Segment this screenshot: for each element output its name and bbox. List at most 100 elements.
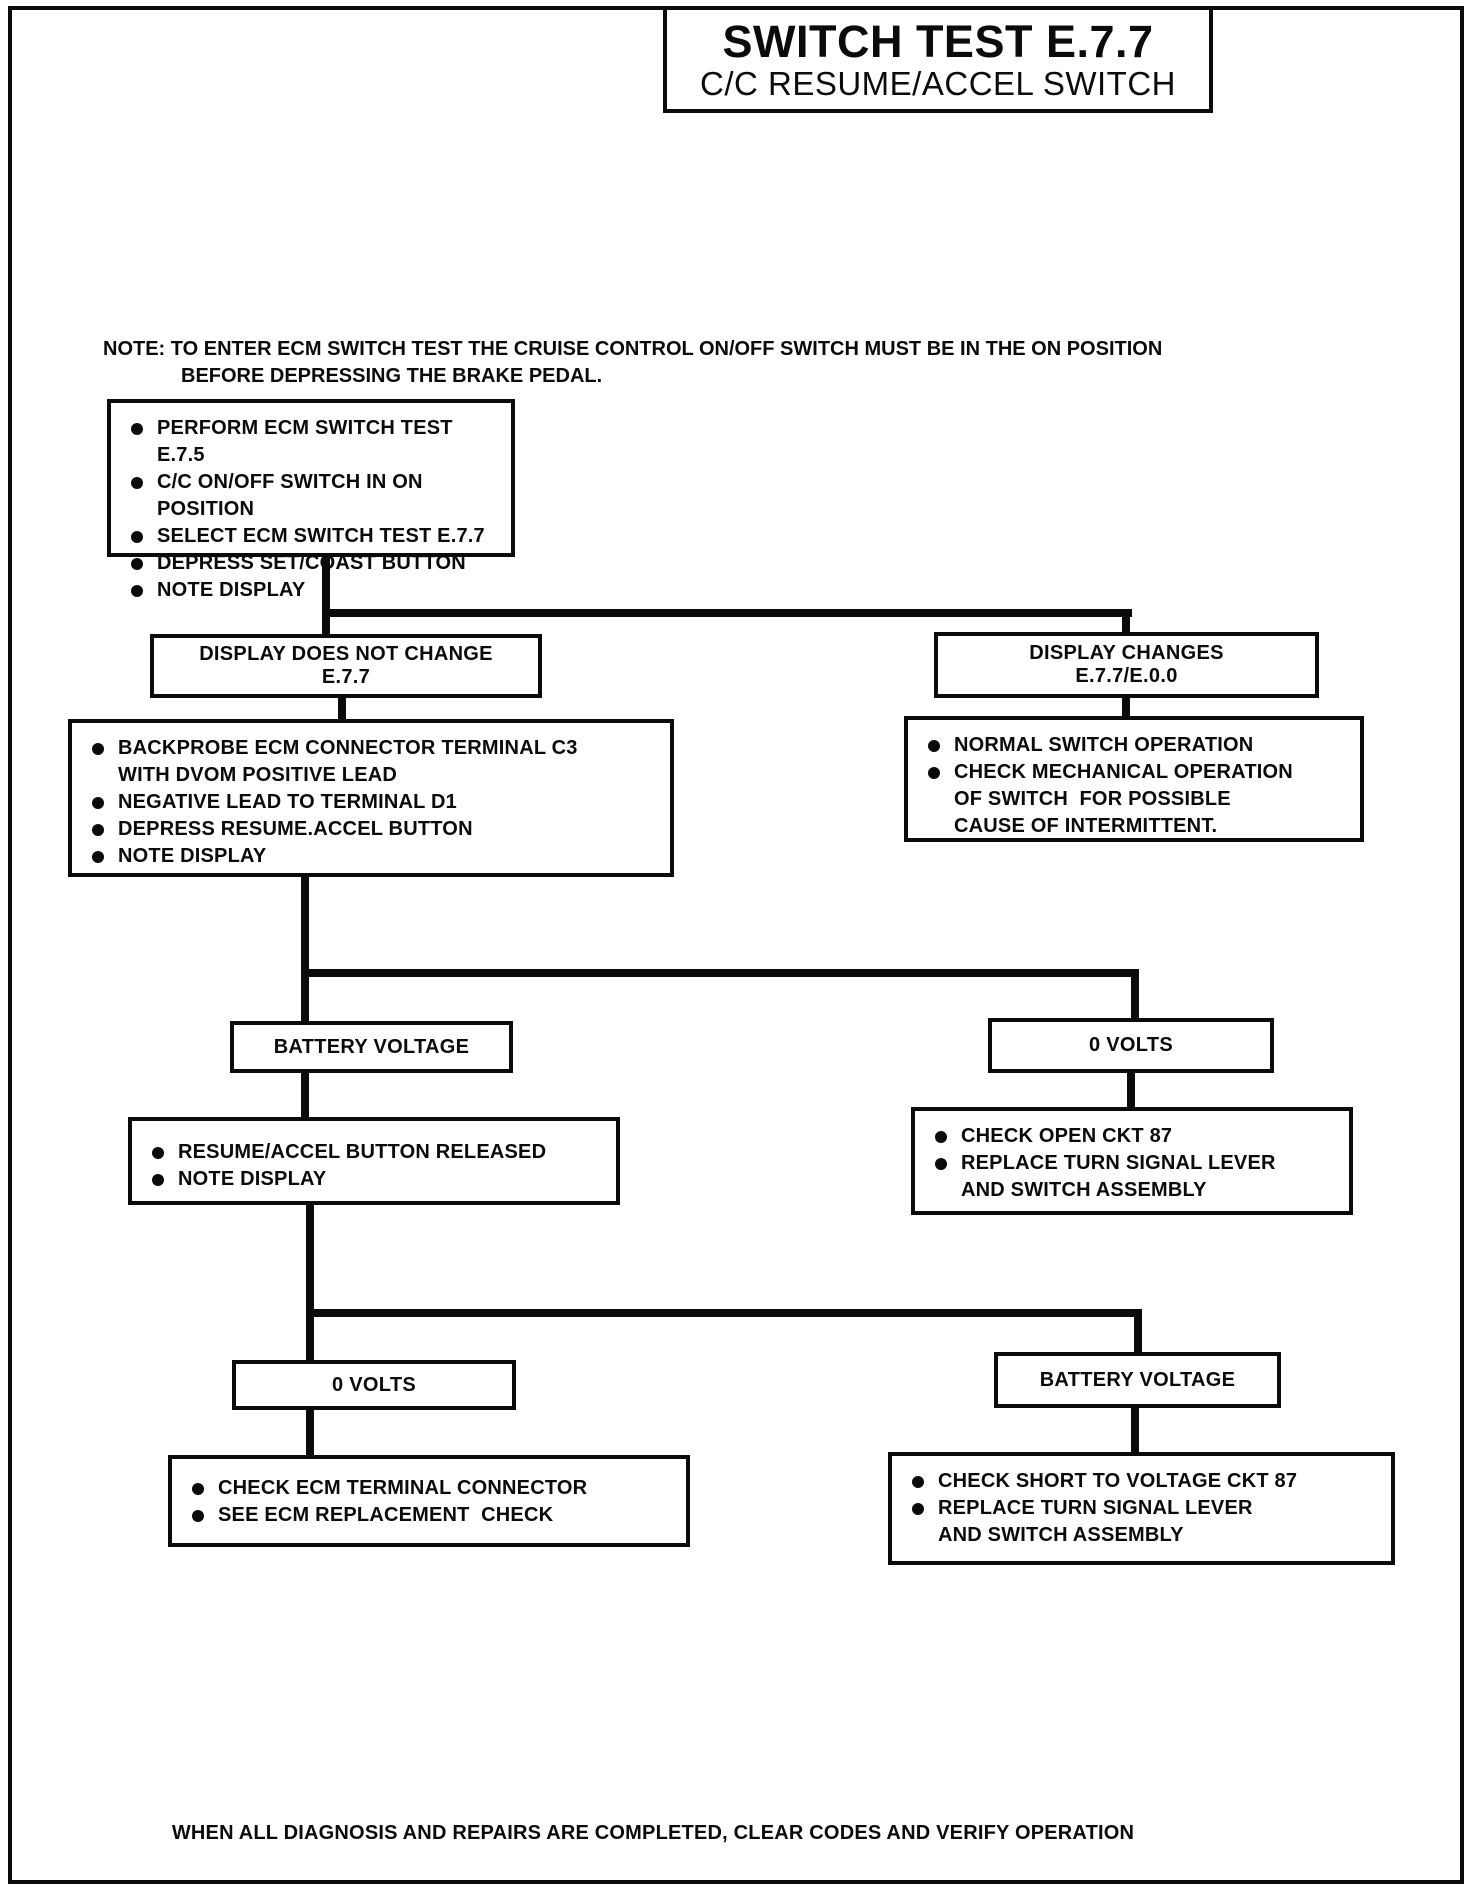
resume-released-list: RESUME/ACCEL BUTTON RELEASED NOTE DISPLA… — [132, 1121, 616, 1201]
connector-released-vertical — [306, 1203, 314, 1365]
list-item: REPLACE TURN SIGNAL LEVER AND SWITCH ASS… — [906, 1495, 1383, 1549]
connector-battery2-drop — [1134, 1309, 1142, 1357]
list-item: PERFORM ECM SWITCH TEST E.7.5 — [125, 415, 503, 469]
bullet-icon — [131, 585, 143, 597]
note-line-1: NOTE: TO ENTER ECM SWITCH TEST THE CRUIS… — [103, 336, 1393, 363]
step-text: SEE ECM REPLACEMENT CHECK — [218, 1504, 554, 1526]
list-item: RESUME/ACCEL BUTTON RELEASED — [146, 1139, 608, 1166]
zero-volts-box-1: 0 VOLTS — [988, 1018, 1274, 1073]
list-item: SEE ECM REPLACEMENT CHECK — [186, 1502, 678, 1529]
connector-changes-to-normal — [1122, 694, 1130, 722]
bullet-icon — [192, 1483, 204, 1495]
bullet-icon — [152, 1147, 164, 1159]
reading-label: 0 VOLTS — [332, 1373, 416, 1396]
start-box: PERFORM ECM SWITCH TEST E.7.5 C/C ON/OFF… — [107, 399, 515, 601]
connector-zero2-to-checkecm — [306, 1408, 314, 1458]
normal-operation-list: NORMAL SWITCH OPERATION CHECK MECHANICAL… — [908, 720, 1360, 848]
check-open-ckt-list: CHECK OPEN CKT 87 REPLACE TURN SIGNAL LE… — [915, 1111, 1349, 1212]
list-item: CHECK ECM TERMINAL CONNECTOR — [186, 1475, 678, 1502]
step-text: NOTE DISPLAY — [157, 579, 306, 601]
bullet-icon — [912, 1476, 924, 1488]
list-item: CHECK MECHANICAL OPERATION OF SWITCH FOR… — [922, 759, 1352, 840]
connector-zero-volts-drop — [1131, 969, 1139, 1024]
step-text: SELECT ECM SWITCH TEST E.7.7 — [157, 525, 485, 547]
battery-voltage-box-2: BATTERY VOLTAGE — [994, 1352, 1281, 1408]
note-text: NOTE: TO ENTER ECM SWITCH TEST THE CRUIS… — [103, 336, 1393, 390]
title-box: SWITCH TEST E.7.7 C/C RESUME/ACCEL SWITC… — [663, 6, 1213, 113]
step-text: CHECK MECHANICAL OPERATION OF SWITCH FOR… — [954, 761, 1293, 837]
connector-battery-to-released — [301, 1069, 309, 1121]
display-changes-box: DISPLAY CHANGES E.7.7/E.0.0 — [934, 632, 1319, 698]
footer-instruction: WHEN ALL DIAGNOSIS AND REPAIRS ARE COMPL… — [171, 1822, 1135, 1844]
resume-released-box: RESUME/ACCEL BUTTON RELEASED NOTE DISPLA… — [128, 1117, 620, 1205]
battery-voltage-box-1: BATTERY VOLTAGE — [230, 1021, 513, 1073]
backprobe-list: BACKPROBE ECM CONNECTOR TERMINAL C3 WITH… — [72, 723, 670, 878]
list-item: DEPRESS SET/COAST BUTTON — [125, 550, 503, 577]
list-item: NOTE DISPLAY — [125, 577, 503, 604]
bullet-icon — [92, 743, 104, 755]
zero-volts-box-2: 0 VOLTS — [232, 1360, 516, 1410]
connector-level1-horizontal — [322, 609, 1132, 617]
step-text: DEPRESS RESUME.ACCEL BUTTON — [118, 818, 473, 840]
check-ecm-list: CHECK ECM TERMINAL CONNECTOR SEE ECM REP… — [172, 1459, 686, 1537]
step-text: NEGATIVE LEAD TO TERMINAL D1 — [118, 791, 457, 813]
result-line: E.7.7 — [321, 666, 371, 688]
step-text: NOTE DISPLAY — [178, 1168, 327, 1190]
check-open-ckt-box: CHECK OPEN CKT 87 REPLACE TURN SIGNAL LE… — [911, 1107, 1353, 1215]
list-item: DEPRESS RESUME.ACCEL BUTTON — [86, 816, 662, 843]
connector-battery2-to-checkshort — [1131, 1406, 1139, 1456]
list-item: REPLACE TURN SIGNAL LEVER AND SWITCH ASS… — [929, 1150, 1341, 1204]
reading-label: BATTERY VOLTAGE — [1039, 1368, 1236, 1391]
step-text: CHECK ECM TERMINAL CONNECTOR — [218, 1477, 588, 1499]
bullet-icon — [131, 558, 143, 570]
result-line: DISPLAY CHANGES — [1029, 642, 1224, 664]
result-line: DISPLAY DOES NOT CHANGE — [199, 643, 493, 665]
normal-operation-box: NORMAL SWITCH OPERATION CHECK MECHANICAL… — [904, 716, 1364, 842]
page-title: SWITCH TEST E.7.7 — [722, 15, 1154, 67]
step-text: DEPRESS SET/COAST BUTTON — [157, 552, 466, 574]
bullet-icon — [935, 1131, 947, 1143]
connector-backprobe-vertical — [301, 875, 309, 1025]
list-item: CHECK OPEN CKT 87 — [929, 1123, 1341, 1150]
step-text: CHECK OPEN CKT 87 — [961, 1125, 1173, 1147]
reading-label: BATTERY VOLTAGE — [273, 1035, 470, 1058]
bullet-icon — [152, 1174, 164, 1186]
step-text: BACKPROBE ECM CONNECTOR TERMINAL C3 WITH… — [118, 737, 578, 786]
check-ecm-box: CHECK ECM TERMINAL CONNECTOR SEE ECM REP… — [168, 1455, 690, 1547]
bullet-icon — [928, 740, 940, 752]
step-text: REPLACE TURN SIGNAL LEVER AND SWITCH ASS… — [938, 1497, 1253, 1546]
list-item: BACKPROBE ECM CONNECTOR TERMINAL C3 WITH… — [86, 735, 662, 789]
note-line-2: BEFORE DEPRESSING THE BRAKE PEDAL. — [181, 365, 603, 387]
step-text: CHECK SHORT TO VOLTAGE CKT 87 — [938, 1470, 1298, 1492]
start-box-list: PERFORM ECM SWITCH TEST E.7.5 C/C ON/OFF… — [111, 403, 511, 612]
step-text: NOTE DISPLAY — [118, 845, 267, 867]
connector-level3-horizontal — [306, 1309, 1142, 1317]
check-short-box: CHECK SHORT TO VOLTAGE CKT 87 REPLACE TU… — [888, 1452, 1395, 1565]
note-body: TO ENTER ECM SWITCH TEST THE CRUISE CONT… — [170, 338, 1163, 360]
list-item: NEGATIVE LEAD TO TERMINAL D1 — [86, 789, 662, 816]
step-text: NORMAL SWITCH OPERATION — [954, 734, 1254, 756]
bullet-icon — [131, 531, 143, 543]
step-text: REPLACE TURN SIGNAL LEVER AND SWITCH ASS… — [961, 1152, 1276, 1201]
check-short-list: CHECK SHORT TO VOLTAGE CKT 87 REPLACE TU… — [892, 1456, 1391, 1557]
bullet-icon — [92, 851, 104, 863]
list-item: NOTE DISPLAY — [86, 843, 662, 870]
bullet-icon — [92, 824, 104, 836]
list-item: NORMAL SWITCH OPERATION — [922, 732, 1352, 759]
bullet-icon — [192, 1510, 204, 1522]
list-item: CHECK SHORT TO VOLTAGE CKT 87 — [906, 1468, 1383, 1495]
page-subtitle: C/C RESUME/ACCEL SWITCH — [700, 64, 1176, 102]
display-does-not-change-box: DISPLAY DOES NOT CHANGE E.7.7 — [150, 634, 542, 698]
connector-start-vertical — [322, 555, 330, 639]
list-item: NOTE DISPLAY — [146, 1166, 608, 1193]
list-item: C/C ON/OFF SWITCH IN ON POSITION — [125, 469, 503, 523]
step-text: RESUME/ACCEL BUTTON RELEASED — [178, 1141, 547, 1163]
connector-no-change-to-backprobe — [338, 694, 346, 724]
bullet-icon — [131, 477, 143, 489]
bullet-icon — [912, 1503, 924, 1515]
backprobe-box: BACKPROBE ECM CONNECTOR TERMINAL C3 WITH… — [68, 719, 674, 877]
page-border — [8, 6, 1464, 1884]
reading-label: 0 VOLTS — [1089, 1034, 1173, 1056]
connector-display-changes-drop — [1122, 609, 1130, 639]
